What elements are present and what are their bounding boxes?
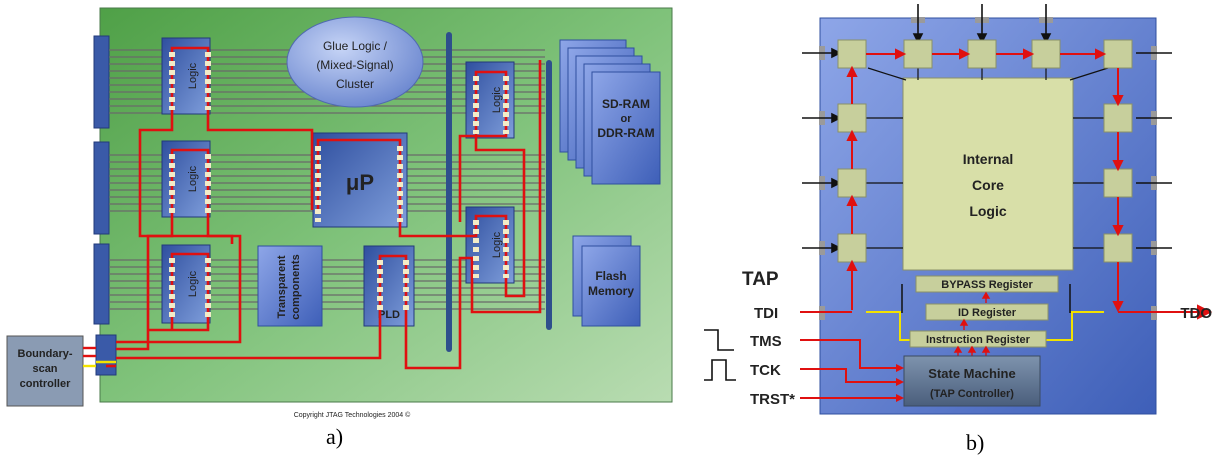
tck-label: TCK — [750, 362, 781, 379]
flash-line2: Memory — [588, 284, 634, 298]
register-block: BYPASS Register ID Register Instruction … — [866, 275, 1104, 356]
edge-connector-2 — [93, 141, 110, 235]
glue-logic-line2: (Mixed-Signal) — [316, 58, 393, 72]
bsc-line1: Boundary- — [18, 348, 73, 360]
control-lines — [800, 339, 898, 399]
logic-label-4: Logic — [491, 86, 503, 113]
microprocessor-chip: μP — [312, 132, 408, 228]
logic-label-3: Logic — [187, 270, 199, 297]
edge-connector-1 — [93, 35, 110, 129]
transparent-components: Transparent components — [257, 245, 323, 327]
control-arrowheads — [896, 364, 904, 402]
panel-a: Glue Logic / (Mixed-Signal) Cluster SD-R… — [6, 7, 673, 419]
tms-waveform — [704, 329, 734, 351]
core-line2: Core — [972, 177, 1004, 193]
vertical-bus-1 — [446, 32, 452, 352]
logic-chip-1: Logic — [161, 37, 211, 115]
scan-chain-arrows — [800, 48, 1213, 320]
transparent-line2: components — [290, 254, 302, 319]
jtag-connector — [95, 334, 117, 376]
glue-logic-line1: Glue Logic / — [323, 39, 388, 53]
tck-waveform — [704, 359, 736, 381]
sdram-line3: DDR-RAM — [597, 126, 654, 140]
logic-chip-3: Logic — [161, 244, 211, 324]
core-line3: Logic — [969, 203, 1007, 219]
logic-chip-2: Logic — [161, 140, 211, 218]
vertical-bus-2 — [546, 60, 552, 330]
edge-connector-3 — [93, 243, 110, 325]
boundary-scan-controller: Boundary- scan controller — [6, 335, 96, 407]
internal-core-logic — [902, 77, 1074, 271]
caption-b: b) — [966, 430, 985, 455]
tms-label: TMS — [750, 333, 782, 350]
panel-b: Internal Core Logic — [704, 4, 1213, 415]
bsc-line2: scan — [32, 363, 57, 375]
caption-a: a) — [326, 424, 344, 449]
state-machine-line1: State Machine — [928, 366, 1015, 381]
up-label: μP — [346, 170, 374, 195]
flash-line1: Flash — [595, 269, 626, 283]
pld-label: PLD — [378, 309, 400, 321]
sdram-stack — [559, 39, 661, 185]
state-machine-line2: (TAP Controller) — [930, 388, 1014, 400]
boundary-scan-cells — [837, 39, 1133, 263]
state-machine: State Machine (TAP Controller) — [903, 355, 1041, 407]
logic-label-2: Logic — [187, 165, 199, 192]
logic-label-1: Logic — [187, 62, 199, 89]
sdram-line1: SD-RAM — [602, 97, 650, 111]
glue-logic-cluster — [286, 16, 424, 108]
transparent-line1: Transparent — [276, 255, 288, 318]
tdo-label: TDO — [1180, 305, 1212, 322]
bypass-register: BYPASS Register — [941, 279, 1033, 291]
glue-logic-line3: Cluster — [336, 77, 374, 91]
core-connections — [866, 67, 1109, 249]
io-arrows — [802, 4, 1172, 254]
instruction-register: Instruction Register — [926, 334, 1031, 346]
tap-label: TAP — [742, 269, 779, 290]
flash-chip — [581, 245, 641, 327]
core-line1: Internal — [963, 151, 1014, 167]
logic-label-5: Logic — [491, 231, 503, 258]
bsc-line3: controller — [20, 378, 71, 390]
boundary-cells — [169, 52, 509, 318]
copyright-text: Copyright JTAG Technologies 2004 © — [294, 411, 411, 419]
sdram-line2: or — [621, 113, 633, 125]
tdi-label: TDI — [754, 305, 778, 322]
id-register: ID Register — [958, 307, 1017, 319]
trst-label: TRST* — [750, 391, 795, 408]
